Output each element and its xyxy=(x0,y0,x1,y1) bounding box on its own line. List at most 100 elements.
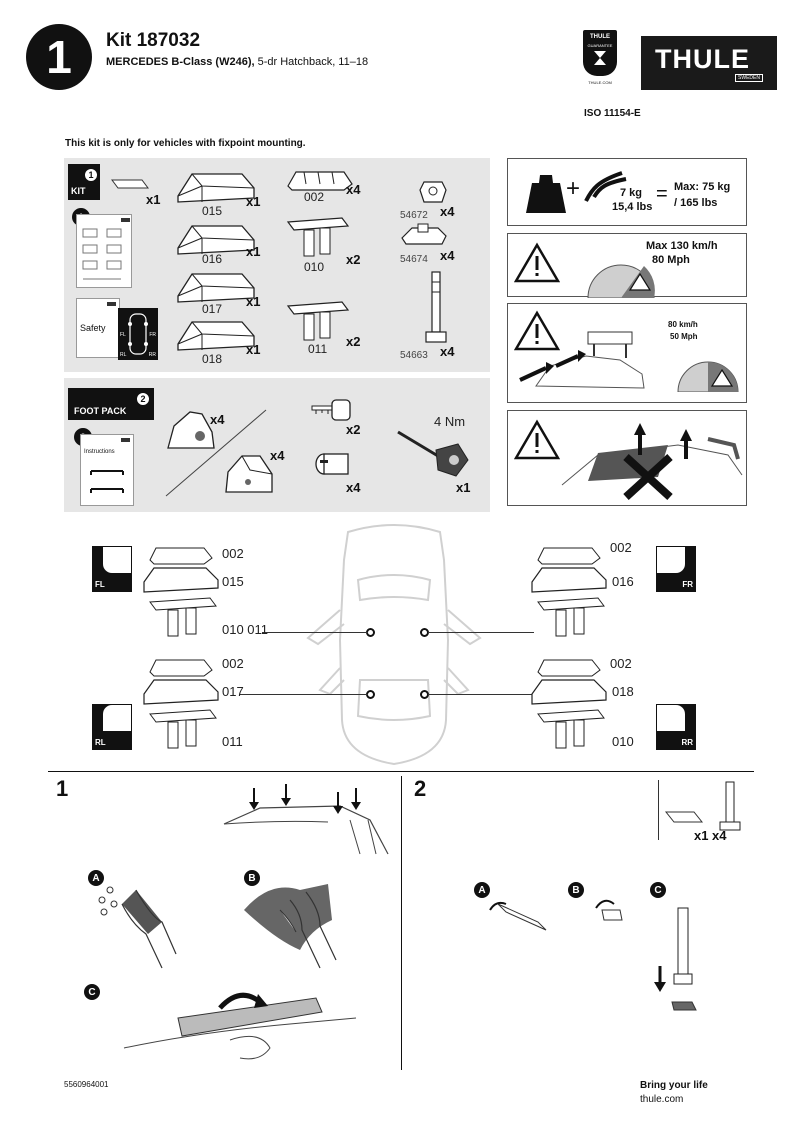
speed-max-kmh: Max 130 km/h xyxy=(646,240,718,252)
plus-sign: + xyxy=(566,175,581,202)
speedometer-icon xyxy=(587,264,655,298)
roof-rail-clean-icon xyxy=(123,992,357,1060)
bolt-insert-icon xyxy=(654,907,697,1011)
step-1c-letter: C xyxy=(84,984,100,1000)
roof-cleaning-area-icon xyxy=(223,784,389,855)
warning-icon xyxy=(514,242,560,283)
nut-54672-icon xyxy=(419,181,447,203)
torque-tool-icon xyxy=(397,430,469,477)
rr-assembly-icon xyxy=(531,659,607,749)
section-divider xyxy=(48,771,754,772)
booklet-qty: x1 xyxy=(146,192,161,207)
rl-assembly-icon xyxy=(143,659,219,749)
safety-booklet: Safety xyxy=(76,298,120,358)
crosswind-kmh: 80 km/h xyxy=(668,320,698,329)
part-016-qty: x1 xyxy=(246,244,261,259)
cloth-wipe-icon xyxy=(244,884,337,969)
iso-standard: ISO 11154-E xyxy=(584,108,641,119)
thule-logo: THULE SWEDEN xyxy=(641,36,777,90)
step-1b-letter: B xyxy=(244,870,260,886)
shim-peel-icon xyxy=(489,901,547,931)
vehicle-details: 5-dr Hatchback, 11–18 xyxy=(254,56,369,68)
part-018-qty: x1 xyxy=(246,342,261,357)
guarantee-site: THULE.COM xyxy=(588,80,612,85)
foot-qty: x4 xyxy=(210,412,225,427)
crosswind-speed-box: 80 km/h 50 Mph xyxy=(507,303,747,403)
step-2-shim-qty: x1 xyxy=(694,828,709,843)
roof-bars-icon xyxy=(90,470,124,493)
instruction-booklet xyxy=(76,214,132,288)
bracket-010-icon xyxy=(286,217,350,257)
bracket-011-icon xyxy=(286,301,350,341)
shim-strip-icon xyxy=(664,811,704,823)
kit-title: Kit 187032 xyxy=(106,30,201,51)
pad-018-icon xyxy=(177,321,255,351)
part-54672-label: 54672 xyxy=(400,210,428,221)
foot-alt-icon xyxy=(225,455,273,493)
bolt-icon xyxy=(719,781,741,831)
part-017-label: 017 xyxy=(202,302,223,316)
vehicle-model: MERCEDES B-Class (W246), xyxy=(106,56,255,68)
speed-max-mph: 80 Mph xyxy=(652,254,690,266)
car-outline-icon xyxy=(128,313,148,355)
load-limit-box: + 7 kg 15,4 lbs = Max: 75 kg / 165 lbs xyxy=(507,158,747,226)
foot2-qty: x4 xyxy=(270,448,285,463)
leader-line-fr xyxy=(428,632,534,633)
corner-fl-diagram: FL xyxy=(92,546,132,592)
fl-mid-label: 015 xyxy=(222,574,244,589)
shim-strip-icon xyxy=(111,179,149,189)
clamp-54674-icon xyxy=(401,223,447,245)
pad-015-icon xyxy=(177,173,255,203)
website-link[interactable]: thule.com xyxy=(640,1094,684,1105)
step-2-number: 2 xyxy=(414,776,427,801)
max-load-lbs: / 165 lbs xyxy=(674,197,718,209)
key-qty: x2 xyxy=(346,422,361,437)
part-010-qty: x2 xyxy=(346,252,361,267)
pad-016-icon xyxy=(177,225,255,255)
part-010-label: 010 xyxy=(304,260,325,274)
vehicle-description: MERCEDES B-Class (W246), 5-dr Hatchback,… xyxy=(106,56,368,68)
hourglass-icon xyxy=(594,51,606,65)
corner-rr-diagram: RR xyxy=(656,704,696,750)
part-015-label: 015 xyxy=(202,204,223,218)
corner-fr-diagram: FR xyxy=(656,546,696,592)
part-011-qty: x2 xyxy=(346,334,361,349)
rr-top-label: 002 xyxy=(610,656,632,671)
foot-pack-label: FOOT PACK xyxy=(74,406,127,416)
leader-line-rr xyxy=(428,694,534,695)
kit-tag-label: KIT xyxy=(71,186,86,196)
instructions-label: Instructions xyxy=(84,449,115,455)
step-1a-letter: A xyxy=(88,870,104,886)
rr-mid-label: 018 xyxy=(612,684,634,699)
corner-rr: RR xyxy=(148,352,156,358)
step-1-number: 1 xyxy=(56,776,69,801)
fr-top-label: 002 xyxy=(610,540,632,555)
step-2a-letter: A xyxy=(474,882,490,898)
fr-assembly-icon xyxy=(531,547,607,637)
corner-fl-label: FL xyxy=(95,580,105,589)
part-54663-qty: x4 xyxy=(440,344,455,359)
no-sunroof-box xyxy=(507,410,747,506)
speedometer-icon xyxy=(677,361,739,392)
foot-instruction-booklet: Instructions xyxy=(80,434,134,506)
rl-top-label: 002 xyxy=(222,656,244,671)
roof-bar-icon xyxy=(584,171,627,202)
foot-pack-panel: FOOT PACK 2 2 Instructions x4 x4 x2 xyxy=(64,378,490,512)
corner-rl-diagram: RL xyxy=(92,704,132,750)
part-54674-qty: x4 xyxy=(440,248,455,263)
corner-fr-label: FR xyxy=(682,580,693,589)
leader-line-fl xyxy=(262,632,368,633)
foot-pack-tag: FOOT PACK 2 xyxy=(68,388,154,420)
fl-bottom-label: 010 011 xyxy=(222,622,269,637)
equals-sign: = xyxy=(656,183,668,205)
part-54663-label: 54663 xyxy=(400,350,428,361)
booklet-drawing-icon xyxy=(82,218,130,280)
foot-pack-number: 2 xyxy=(136,392,150,406)
warning-icon xyxy=(514,419,560,460)
pad-002-icon xyxy=(287,171,353,191)
sunroof-prohibited-icon xyxy=(561,423,743,500)
corner-rr-label: RR xyxy=(681,738,693,747)
fl-top-label: 002 xyxy=(222,546,244,561)
weight-icon xyxy=(526,175,566,213)
